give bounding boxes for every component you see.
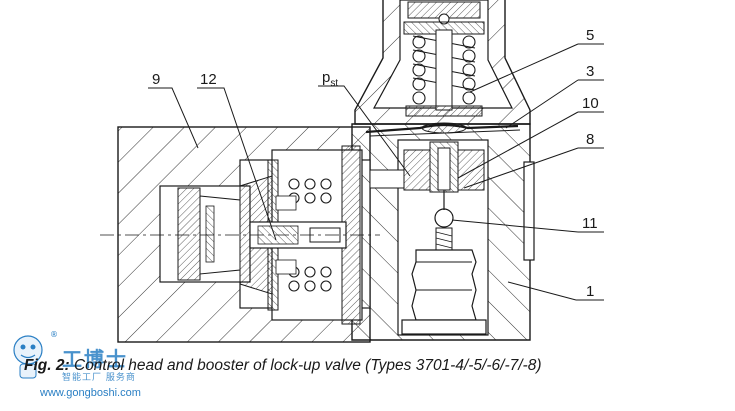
label-8: 8 <box>586 131 594 148</box>
figure-caption: Fig. 2: Control head and booster of lock… <box>24 357 541 375</box>
control-head <box>354 0 531 137</box>
watermark-cn-sub: 智能工厂 服务商 <box>62 373 136 383</box>
label-3: 3 <box>586 63 594 80</box>
label-11: 11 <box>582 215 598 232</box>
figure-caption-text: Control head and booster of lock-up valv… <box>69 357 542 374</box>
leader-lines <box>148 43 604 301</box>
label-9: 9 <box>152 71 160 88</box>
label-5: 5 <box>586 27 594 44</box>
label-1: 1 <box>586 283 594 300</box>
label-10: 10 <box>582 95 599 112</box>
label-pst: pst <box>322 69 338 89</box>
watermark-registered: ® <box>50 330 58 339</box>
valve-stem <box>401 141 487 335</box>
watermark-logo-icon <box>13 335 43 379</box>
booster-internals <box>100 145 380 325</box>
watermark-cn-title: 工博士 <box>62 347 128 371</box>
figure-caption-prefix: Fig. 2: <box>24 357 70 374</box>
callout-labels: 9 12 pst 5 3 10 8 11 1 <box>152 27 599 300</box>
label-12: 12 <box>200 71 217 88</box>
watermark-url: www.gongboshi.com <box>40 387 141 399</box>
